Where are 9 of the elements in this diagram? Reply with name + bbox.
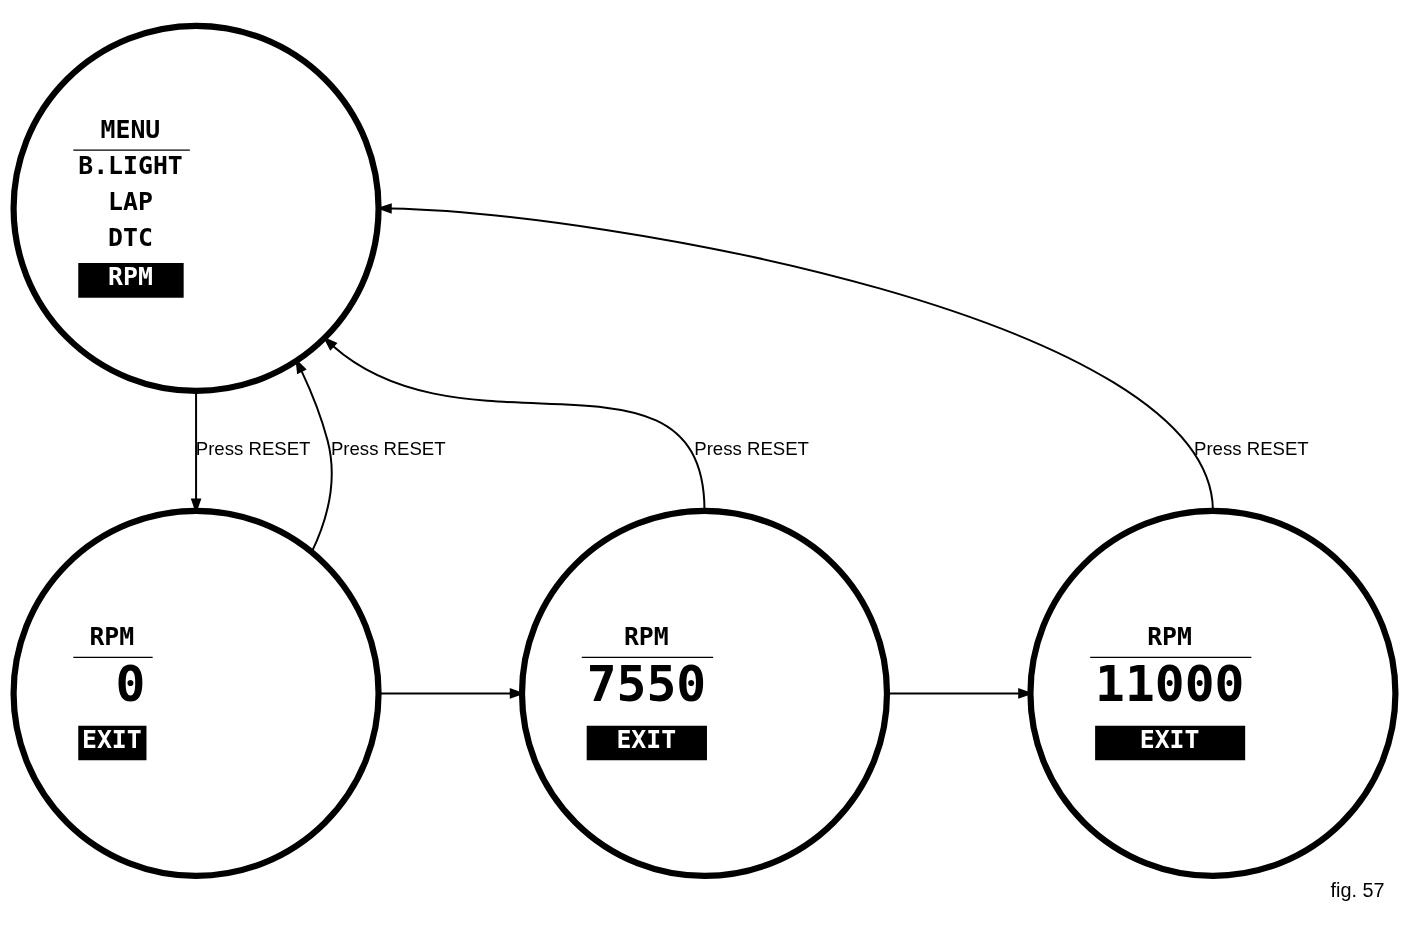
edge-label: Press RESET	[330, 438, 446, 460]
caption: fig. 57	[1330, 878, 1385, 901]
edge-label: Press RESET	[1194, 438, 1309, 460]
node-circle: RPM 0 EXIT	[10, 507, 382, 879]
node-circle: RPM 11000 EXIT	[1027, 507, 1399, 879]
edge-label: Press RESET	[694, 438, 809, 460]
node-circle: MENU B.LIGHT LAP DTC RPM	[10, 22, 382, 394]
node-circle: RPM 7550 EXIT	[518, 507, 891, 879]
edge-label: Press RESET	[195, 438, 311, 460]
